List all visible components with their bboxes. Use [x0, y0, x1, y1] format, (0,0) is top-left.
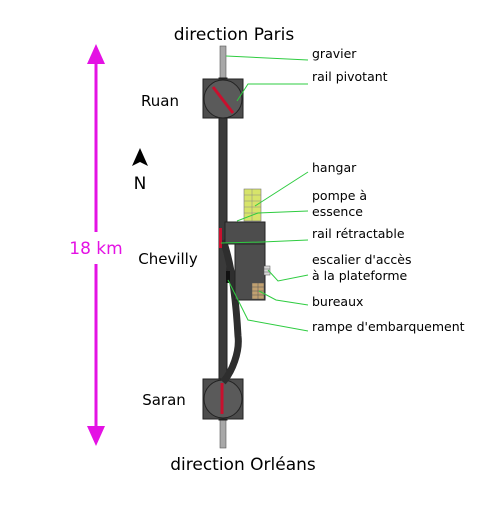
callout-gravier: gravier	[312, 46, 357, 61]
station-chevilly-label: Chevilly	[138, 250, 198, 268]
callout-pompe-line1: pompe à	[312, 188, 367, 203]
leader-lines	[220, 55, 309, 332]
stairs	[263, 265, 271, 276]
direction-orleans-label: direction Orléans	[170, 455, 316, 475]
station-saran-label: Saran	[142, 391, 186, 409]
saran-station	[202, 378, 244, 420]
station-ruan-label: Ruan	[141, 92, 179, 110]
chevilly-station	[219, 221, 271, 301]
boarding-ramp	[226, 271, 230, 283]
callout-escalier-line1: escalier d'accès	[312, 252, 411, 267]
callout-bureaux: bureaux	[312, 294, 363, 309]
gravel-bottom	[219, 417, 227, 449]
callout-pompe-line2: essence	[312, 204, 363, 219]
callout-escalier-line2: à la plateforme	[312, 268, 408, 283]
distance-label: 18 km	[69, 239, 122, 259]
callout-rail-pivotant: rail pivotant	[312, 69, 388, 84]
callout-rampe: rampe d'embarquement	[312, 319, 465, 334]
north-label: N	[134, 174, 147, 194]
gravel-top	[219, 45, 227, 79]
callout-hangar: hangar	[312, 160, 357, 175]
ruan-station	[202, 78, 244, 119]
callout-rail-retractable: rail rétractable	[312, 226, 405, 241]
retractable-rail	[219, 228, 222, 248]
chevilly-branch-track	[219, 238, 242, 385]
distance-arrow-icon	[87, 44, 105, 446]
hangar	[243, 188, 262, 222]
north-arrow-icon	[132, 148, 148, 166]
direction-paris-label: direction Paris	[174, 25, 295, 45]
pivot-rail-top	[211, 86, 235, 114]
